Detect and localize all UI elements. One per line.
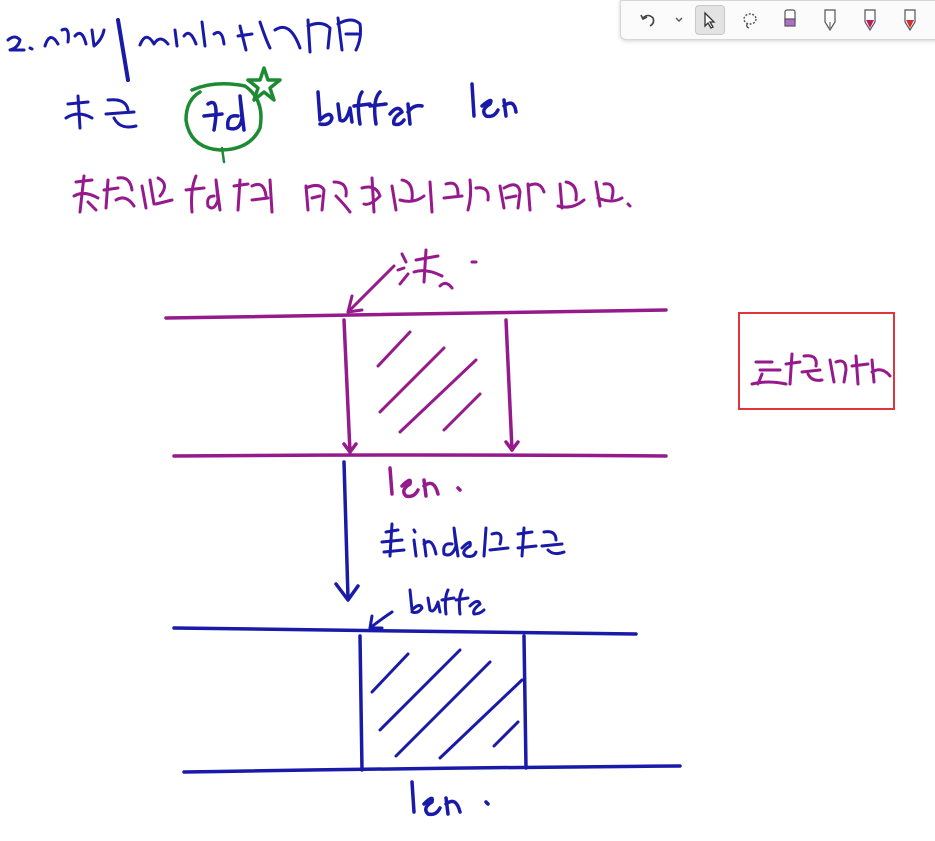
lasso-icon <box>743 13 757 29</box>
pen-red-button[interactable] <box>895 5 925 35</box>
pen-red-icon <box>904 9 916 32</box>
handwritten-params-label <box>64 94 138 130</box>
handwritten-buffer-arrow <box>368 588 486 630</box>
highlighter-button[interactable] <box>775 5 805 35</box>
chevron-down-icon <box>675 17 683 22</box>
select-tool-button[interactable] <box>695 5 725 35</box>
highlighter-purple-icon <box>784 9 796 27</box>
handwritten-len-bottom <box>410 780 490 817</box>
select-cursor-icon <box>704 11 716 29</box>
green-circle-highlight <box>184 66 282 164</box>
undo-dropdown[interactable] <box>673 17 685 23</box>
handwritten-buffer <box>316 90 424 127</box>
selection-rectangle[interactable] <box>738 312 895 410</box>
pen-outline-button[interactable] <box>815 5 845 35</box>
lower-buffer-strip <box>172 626 682 774</box>
pen-magenta-button[interactable] <box>855 5 885 35</box>
handwritten-side-note <box>750 352 892 386</box>
pen-outline-icon <box>824 9 836 32</box>
upper-file-strip <box>164 308 668 458</box>
undo-button[interactable] <box>633 5 663 35</box>
handwritten-purple-sentence <box>72 174 632 214</box>
down-arrow-inode-lookup <box>334 460 360 602</box>
undo-icon <box>640 14 655 27</box>
handwritten-offset-arrow <box>346 248 478 314</box>
pen-magenta-icon <box>864 9 876 32</box>
handwritten-fd <box>202 94 246 132</box>
pen-toolbar <box>620 0 935 40</box>
handwritten-len-middle <box>388 466 462 499</box>
handwritten-len-top <box>470 82 518 119</box>
handwritten-inode-lookup <box>380 522 566 558</box>
handwritten-heading-read-write-syscall <box>6 16 362 82</box>
lasso-tool-button[interactable] <box>735 5 765 35</box>
